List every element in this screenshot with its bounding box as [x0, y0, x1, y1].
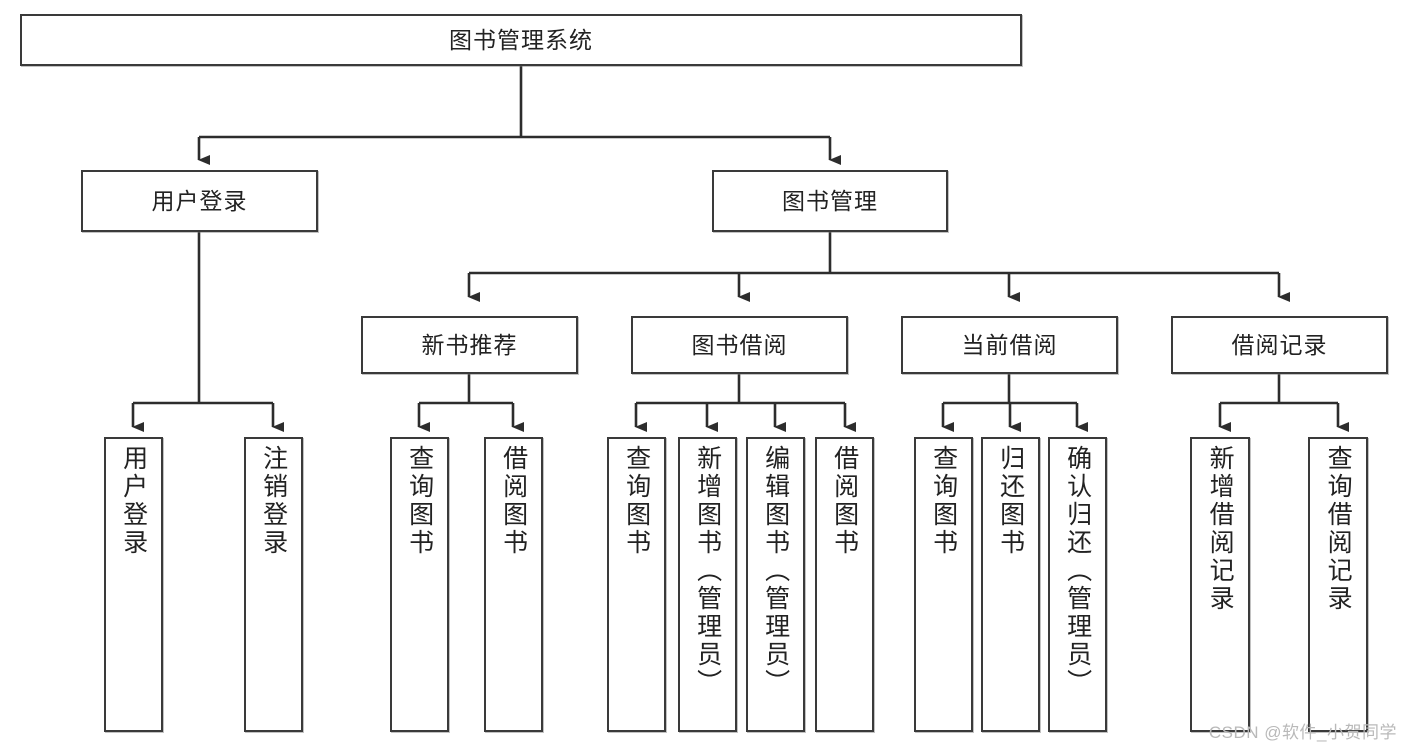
- leaf-label: 查询图书: [405, 445, 434, 557]
- leaf-query-borrow-record[interactable]: 查询借阅记录: [1308, 437, 1368, 732]
- node-book-borrow-label: 图书借阅: [691, 331, 788, 358]
- node-new-book-recommend-label: 新书推荐: [421, 331, 518, 358]
- leaf-label: 归还图书: [996, 445, 1025, 557]
- leaf-label: 查询借阅记录: [1324, 445, 1353, 613]
- node-borrow-record-label: 借阅记录: [1231, 331, 1328, 358]
- csdn-watermark: CSDN @软件_小贺同学: [1208, 723, 1397, 742]
- leaf-confirm-return-admin[interactable]: 确认归还（管理员）: [1048, 437, 1107, 732]
- leaf-label: 查询图书: [622, 445, 651, 557]
- leaf-edit-book-admin[interactable]: 编辑图书（管理员）: [746, 437, 805, 732]
- leaf-label: 查询图书: [929, 445, 958, 557]
- node-root-label: 图书管理系统: [449, 26, 593, 53]
- leaf-user-login[interactable]: 用户登录: [104, 437, 163, 732]
- leaf-logout-login[interactable]: 注销登录: [244, 437, 303, 732]
- leaf-borrow-book-recommend[interactable]: 借阅图书: [484, 437, 543, 732]
- leaf-add-borrow-record[interactable]: 新增借阅记录: [1190, 437, 1250, 732]
- leaf-query-book-current[interactable]: 查询图书: [914, 437, 973, 732]
- leaf-label: 借阅图书: [830, 445, 859, 557]
- leaf-label: 新增图书（管理员）: [693, 445, 722, 697]
- node-new-book-recommend[interactable]: 新书推荐: [361, 316, 578, 374]
- node-root[interactable]: 图书管理系统: [20, 14, 1022, 66]
- leaf-label: 确认归还（管理员）: [1063, 445, 1092, 697]
- node-current-borrow-label: 当前借阅: [961, 331, 1058, 358]
- leaf-query-book-recommend[interactable]: 查询图书: [390, 437, 449, 732]
- node-book-borrow[interactable]: 图书借阅: [631, 316, 848, 374]
- node-book-management-label: 图书管理: [782, 187, 878, 214]
- node-user-login-label: 用户登录: [151, 187, 248, 214]
- leaf-query-book-borrow[interactable]: 查询图书: [607, 437, 666, 732]
- leaf-label: 注销登录: [259, 445, 288, 557]
- node-current-borrow[interactable]: 当前借阅: [901, 316, 1118, 374]
- leaf-borrow-book[interactable]: 借阅图书: [815, 437, 874, 732]
- leaf-add-book-admin[interactable]: 新增图书（管理员）: [678, 437, 737, 732]
- node-user-login[interactable]: 用户登录: [81, 170, 318, 232]
- node-book-management[interactable]: 图书管理: [712, 170, 948, 232]
- leaf-label: 用户登录: [119, 445, 148, 557]
- leaf-label: 编辑图书（管理员）: [761, 445, 790, 697]
- leaf-return-book[interactable]: 归还图书: [981, 437, 1040, 732]
- leaf-label: 借阅图书: [499, 445, 528, 557]
- node-borrow-record[interactable]: 借阅记录: [1171, 316, 1388, 374]
- leaf-label: 新增借阅记录: [1206, 445, 1235, 613]
